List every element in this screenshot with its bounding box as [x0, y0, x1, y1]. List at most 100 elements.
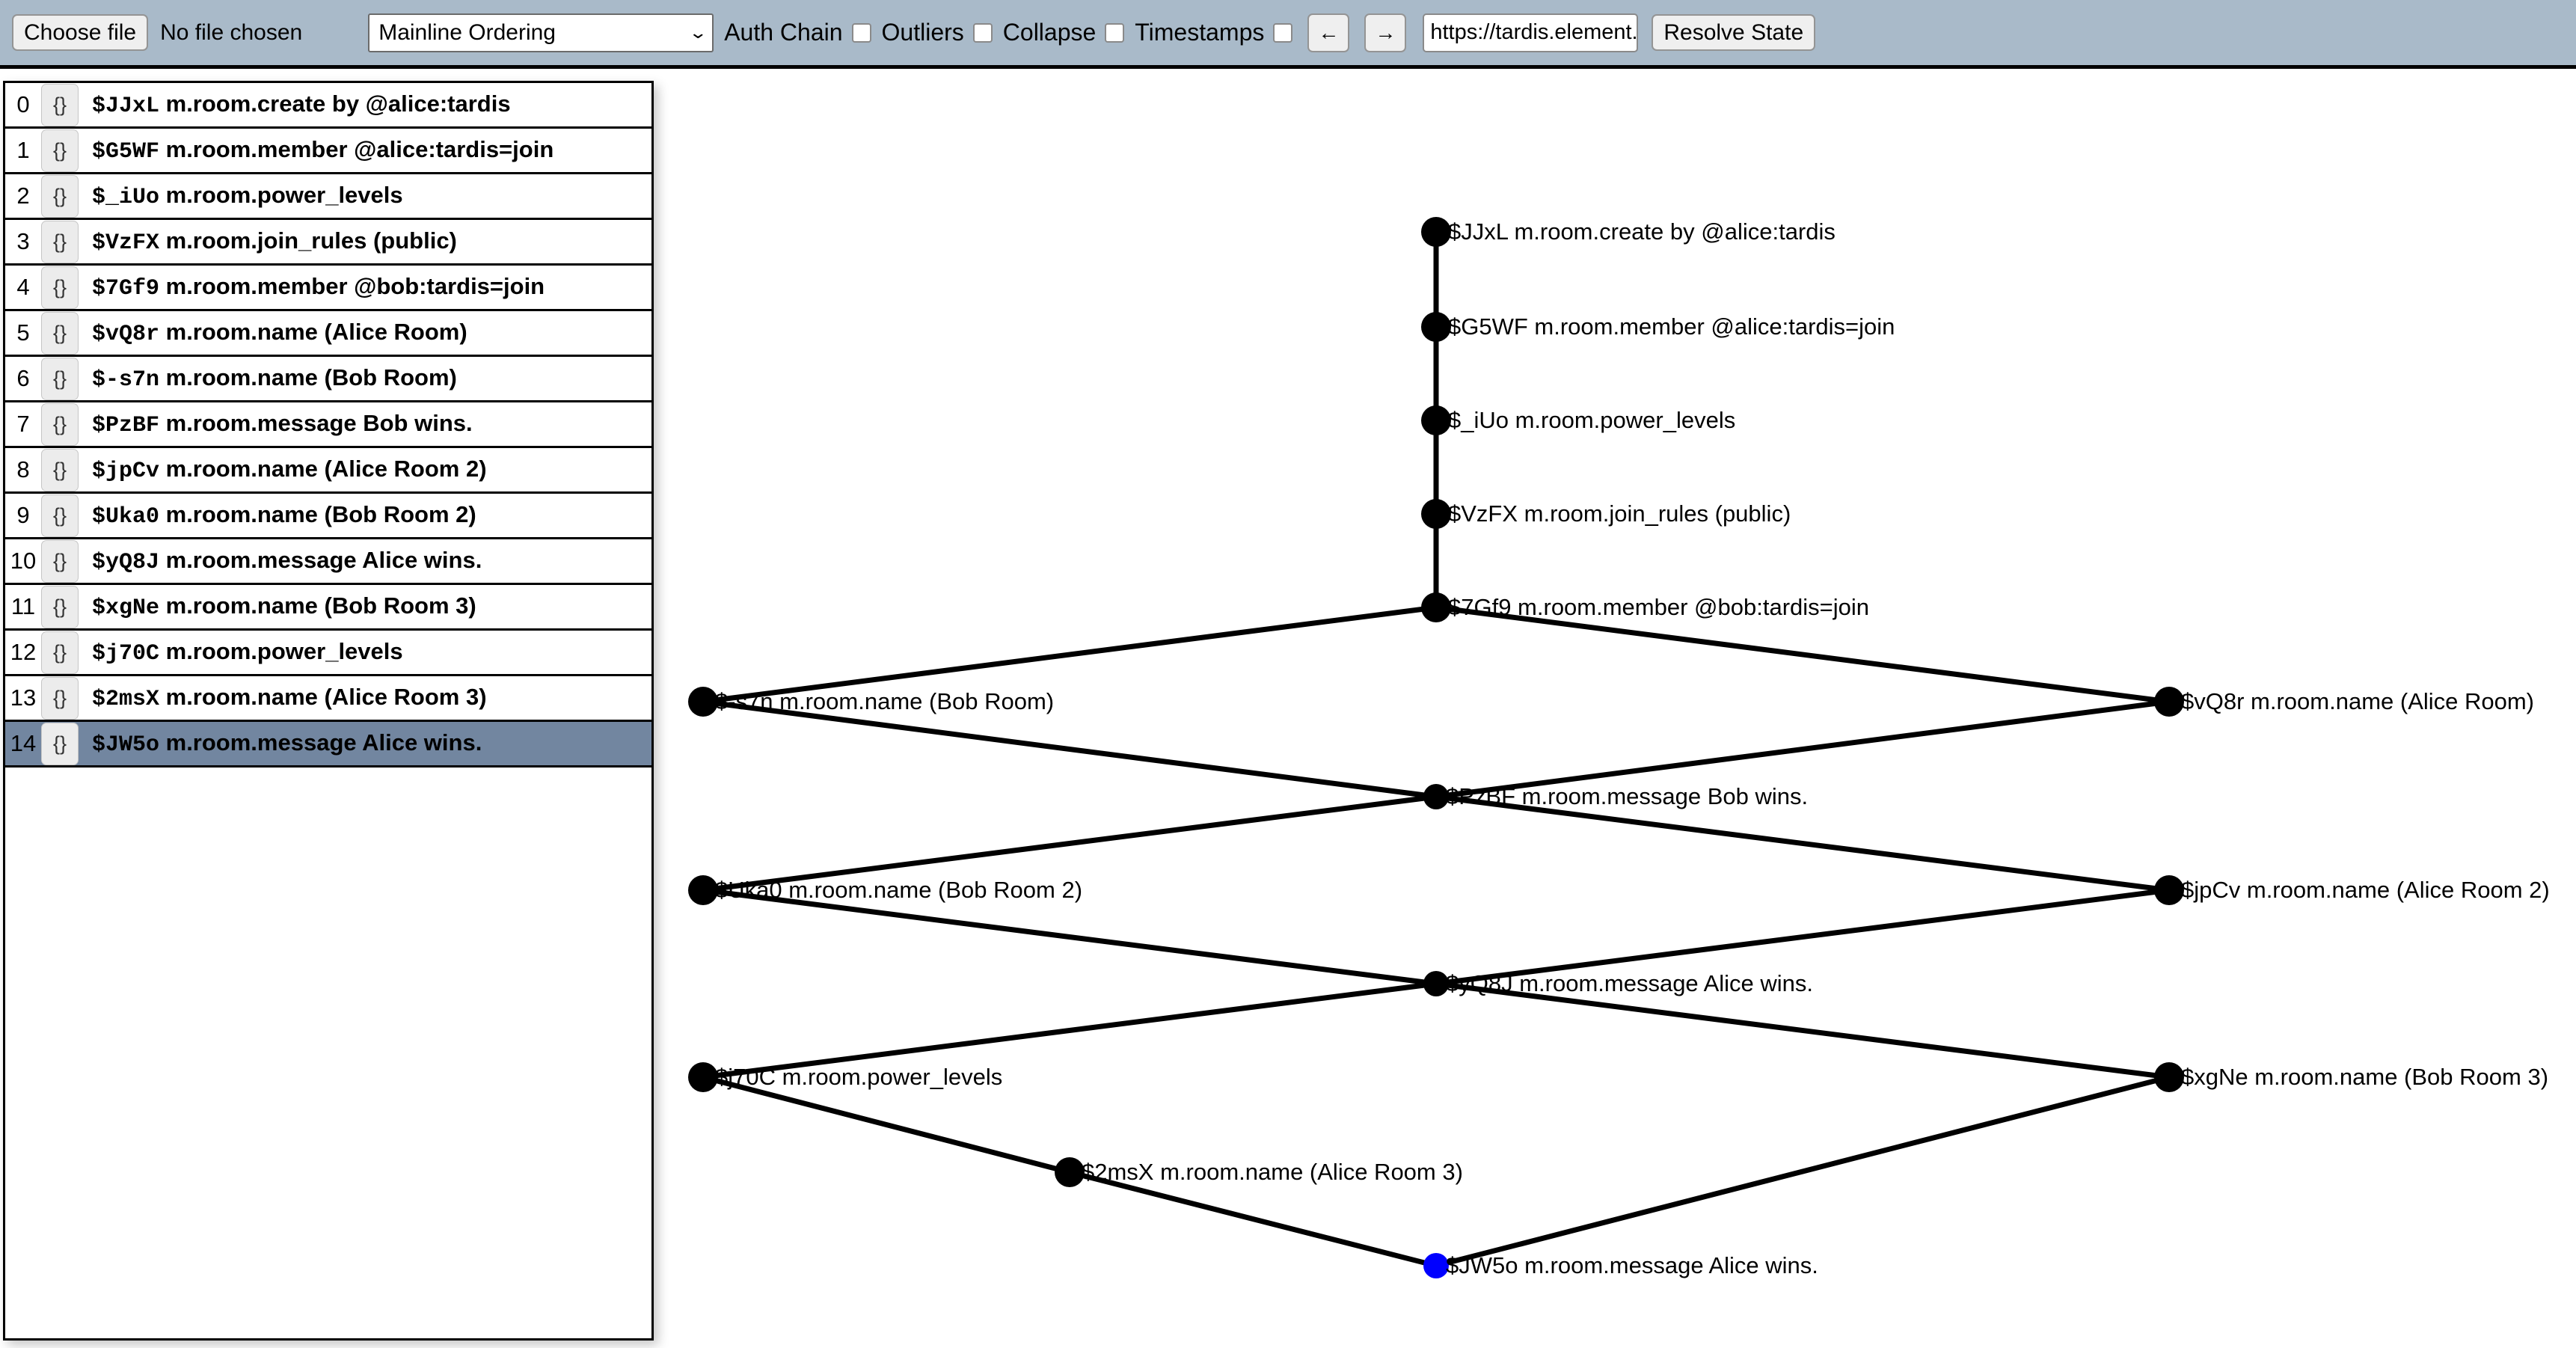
event-list-item[interactable]: 11{}$xgNe m.room.name (Bob Room 3): [5, 585, 651, 631]
event-id: $vQ8r: [92, 322, 160, 347]
choose-file-button[interactable]: Choose file: [12, 13, 149, 52]
event-label: $PzBF m.room.message Bob wins.: [92, 410, 473, 438]
event-json-button[interactable]: {}: [41, 494, 79, 537]
event-list-item[interactable]: 13{} $2msX m.room.name (Alice Room 3): [5, 676, 651, 722]
event-type: m.room.power_levels: [159, 182, 403, 208]
event-json-button[interactable]: {}: [41, 357, 79, 400]
event-id: $j70C: [92, 641, 160, 667]
event-list-item[interactable]: 12{} $j70C m.room.power_levels: [5, 631, 651, 676]
event-json-button[interactable]: {}: [41, 539, 79, 583]
event-json-button[interactable]: {}: [41, 266, 79, 309]
graph-edge: [1435, 699, 2170, 800]
event-label: $JJxL m.room.create by @alice:tardis: [92, 91, 511, 119]
event-type: m.room.member @alice:tardis=join: [159, 136, 554, 162]
event-json-button[interactable]: {}: [41, 676, 79, 720]
event-json-button[interactable]: {}: [41, 174, 79, 218]
outliers-checkbox[interactable]: [972, 22, 993, 43]
timestamps-checkbox[interactable]: [1273, 22, 1293, 43]
event-dag-graph: Bob's event has a higher timestamp but A…: [658, 72, 2576, 1348]
graph-node[interactable]: [688, 875, 718, 905]
graph-node[interactable]: [1421, 405, 1451, 435]
ordering-select[interactable]: Mainline Ordering ⌄: [368, 13, 714, 52]
event-label: $yQ8J m.room.message Alice wins.: [92, 547, 482, 575]
collapse-checkbox[interactable]: [1105, 22, 1125, 43]
event-type: m.room.name (Alice Room): [159, 319, 467, 345]
event-id: $VzFX: [92, 230, 160, 256]
event-json-button[interactable]: {}: [41, 83, 79, 126]
graph-node[interactable]: [1423, 784, 1449, 809]
graph-node[interactable]: [1421, 592, 1451, 622]
graph-node[interactable]: [688, 1062, 718, 1092]
event-type: m.room.name (Bob Room 2): [159, 501, 476, 527]
graph-edge: [702, 981, 1437, 1080]
graph-node[interactable]: [2154, 687, 2184, 717]
graph-node[interactable]: [1055, 1157, 1085, 1187]
event-json-button[interactable]: {}: [41, 220, 79, 263]
event-list-item[interactable]: 1 {} $G5WF m.room.member @alice:tardis=joi…: [5, 129, 651, 174]
graph-edge: [702, 604, 1437, 705]
event-label: $G5WF m.room.member @alice:tardis=join: [92, 136, 553, 165]
event-json-button[interactable]: {}: [41, 448, 79, 491]
auth-chain-checkbox[interactable]: [851, 22, 871, 43]
graph-node[interactable]: [1423, 971, 1449, 996]
event-index: 9: [16, 502, 30, 528]
event-list-item[interactable]: 7{}$PzBF m.room.message Bob wins.: [5, 402, 651, 448]
event-type: m.room.message Bob wins.: [159, 410, 473, 436]
event-json-button[interactable]: {}: [41, 402, 79, 446]
event-type: m.room.create by @alice:tardis: [159, 91, 511, 117]
graph-node[interactable]: [2154, 875, 2184, 905]
event-json-button[interactable]: {}: [41, 631, 79, 674]
resolve-state-button[interactable]: Resolve State: [1652, 13, 1816, 52]
event-list-item[interactable]: 9 {} $Uka0 m.room.name (Bob Room 2): [5, 494, 651, 539]
event-list-item[interactable]: 8{}$jpCv m.room.name (Alice Room 2): [5, 448, 651, 494]
ordering-select-value: Mainline Ordering: [378, 19, 556, 45]
event-index: 13: [10, 684, 37, 711]
event-index: 0: [16, 91, 30, 117]
graph-node[interactable]: [1421, 499, 1451, 529]
event-label: $7Gf9 m.room.member @bob:tardis=join: [92, 273, 545, 301]
forward-arrow-icon[interactable]: →: [1364, 13, 1407, 52]
event-type: m.room.member @bob:tardis=join: [159, 273, 545, 299]
event-id: $Uka0: [92, 504, 160, 530]
event-id: $JJxL: [92, 94, 160, 119]
event-type: m.room.name (Alice Room 3): [159, 684, 487, 710]
graph-edge: [702, 887, 1437, 987]
graph-node[interactable]: [2154, 1062, 2184, 1092]
event-list-item[interactable]: 0 {} $JJxL m.room.create by @alice:tardis: [5, 83, 651, 129]
event-type: m.room.message Alice wins.: [159, 729, 482, 756]
event-label: $VzFX m.room.join_rules (public): [92, 227, 457, 256]
graph-node[interactable]: [1421, 312, 1451, 342]
url-input[interactable]: https://tardis.element.dev: [1423, 13, 1639, 52]
event-json-button[interactable]: {}: [41, 129, 79, 172]
event-list-item[interactable]: 5{}$vQ8r m.room.name (Alice Room): [5, 311, 651, 357]
event-id: $xgNe: [92, 595, 160, 621]
event-label: $2msX m.room.name (Alice Room 3): [92, 684, 487, 712]
event-list-panel[interactable]: 0 {} $JJxL m.room.create by @alice:tardis 1…: [3, 81, 654, 1341]
event-list-item[interactable]: 6{}$-s7n m.room.name (Bob Room): [5, 357, 651, 402]
event-json-button[interactable]: {}: [41, 311, 79, 355]
graph-node[interactable]: [1423, 1253, 1449, 1278]
event-id: $yQ8J: [92, 550, 160, 575]
graph-node[interactable]: [688, 687, 718, 717]
event-id: $G5WF: [92, 139, 160, 165]
graph-edge: [1435, 887, 2170, 987]
event-list-item[interactable]: 2{}$_iUo m.room.power_levels: [5, 174, 651, 220]
event-type: m.room.name (Bob Room 3): [159, 592, 476, 619]
event-json-button[interactable]: {}: [41, 585, 79, 628]
event-index: 12: [10, 639, 37, 665]
event-list-item[interactable]: 4{}$7Gf9 m.room.member @bob:tardis=join: [5, 266, 651, 311]
collapse-label: Collapse: [1002, 19, 1097, 46]
event-list-item[interactable]: 3{}$VzFX m.room.join_rules (public): [5, 220, 651, 266]
event-list-item[interactable]: 10{}$yQ8J m.room.message Alice wins.: [5, 539, 651, 585]
graph-node[interactable]: [1421, 217, 1451, 247]
event-json-button[interactable]: {}: [41, 722, 79, 765]
event-list-item[interactable]: 14{}$JW5o m.room.message Alice wins.: [5, 722, 651, 768]
event-type: m.room.join_rules (public): [159, 227, 457, 254]
event-type: m.room.power_levels: [159, 638, 403, 664]
graph-edge: [1435, 1074, 2170, 1269]
event-index: 1: [16, 137, 30, 163]
event-label: $jpCv m.room.name (Alice Room 2): [92, 456, 487, 484]
event-label: $j70C m.room.power_levels: [92, 638, 403, 667]
back-arrow-icon[interactable]: ←: [1307, 13, 1350, 52]
event-index: 14: [10, 730, 37, 756]
